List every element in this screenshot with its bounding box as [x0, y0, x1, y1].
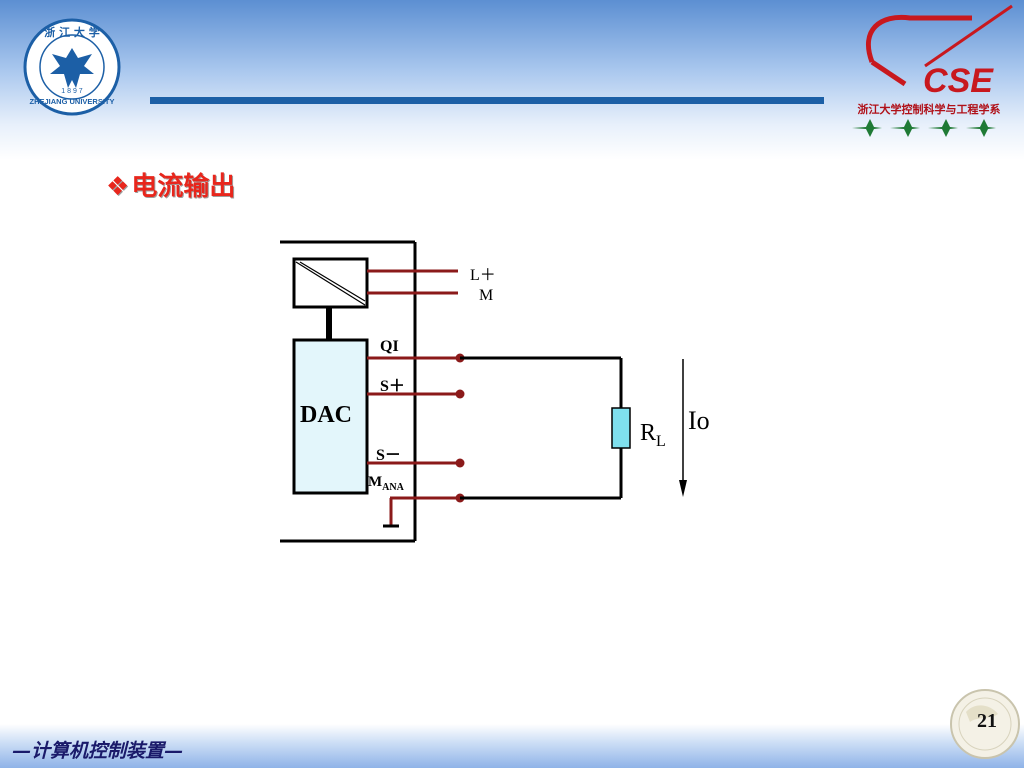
current-arrow-icon [679, 359, 687, 497]
cse-subtitle: 浙江大学控制科学与工程学系 [857, 103, 1001, 116]
current-label: Io [688, 406, 710, 435]
converter-link [326, 307, 332, 340]
slide-title: ❖电流输出 [106, 166, 235, 203]
slide-title-text: 电流输出 [131, 172, 236, 202]
page-number: 21 [977, 710, 997, 732]
svg-text:CSE: CSE [923, 62, 994, 100]
pin-qi-label: QI [380, 338, 399, 355]
course-title: —计算机控制装置— [12, 740, 184, 762]
pin-mana-label: MANA [368, 474, 404, 493]
load-loop [460, 356, 623, 500]
supply-wires [367, 269, 458, 295]
terminal-wires [367, 356, 460, 526]
load-label: RL [640, 420, 666, 450]
terminal-dots [455, 353, 465, 503]
load-resistor [611, 407, 631, 449]
dac-block [292, 338, 369, 495]
pin-s-minus-label: S－ [376, 447, 401, 464]
svg-text:ZHEJIANG UNIVERSITY: ZHEJIANG UNIVERSITY [29, 97, 114, 106]
star-row-icon [852, 119, 996, 137]
diamond-bullet-icon: ❖ [106, 172, 130, 202]
title-rule [150, 97, 824, 104]
svg-text:1 8 9 7: 1 8 9 7 [61, 88, 83, 95]
eagle-emblem-icon [50, 48, 94, 88]
svg-text:浙 江 大 学: 浙 江 大 学 [44, 25, 100, 39]
supply-plus-label: L＋ [470, 267, 496, 284]
supply-minus-label: M [479, 287, 494, 304]
dac-label: DAC [300, 402, 352, 428]
pin-s-plus-label: S＋ [380, 378, 405, 395]
footer-band [0, 724, 1024, 768]
